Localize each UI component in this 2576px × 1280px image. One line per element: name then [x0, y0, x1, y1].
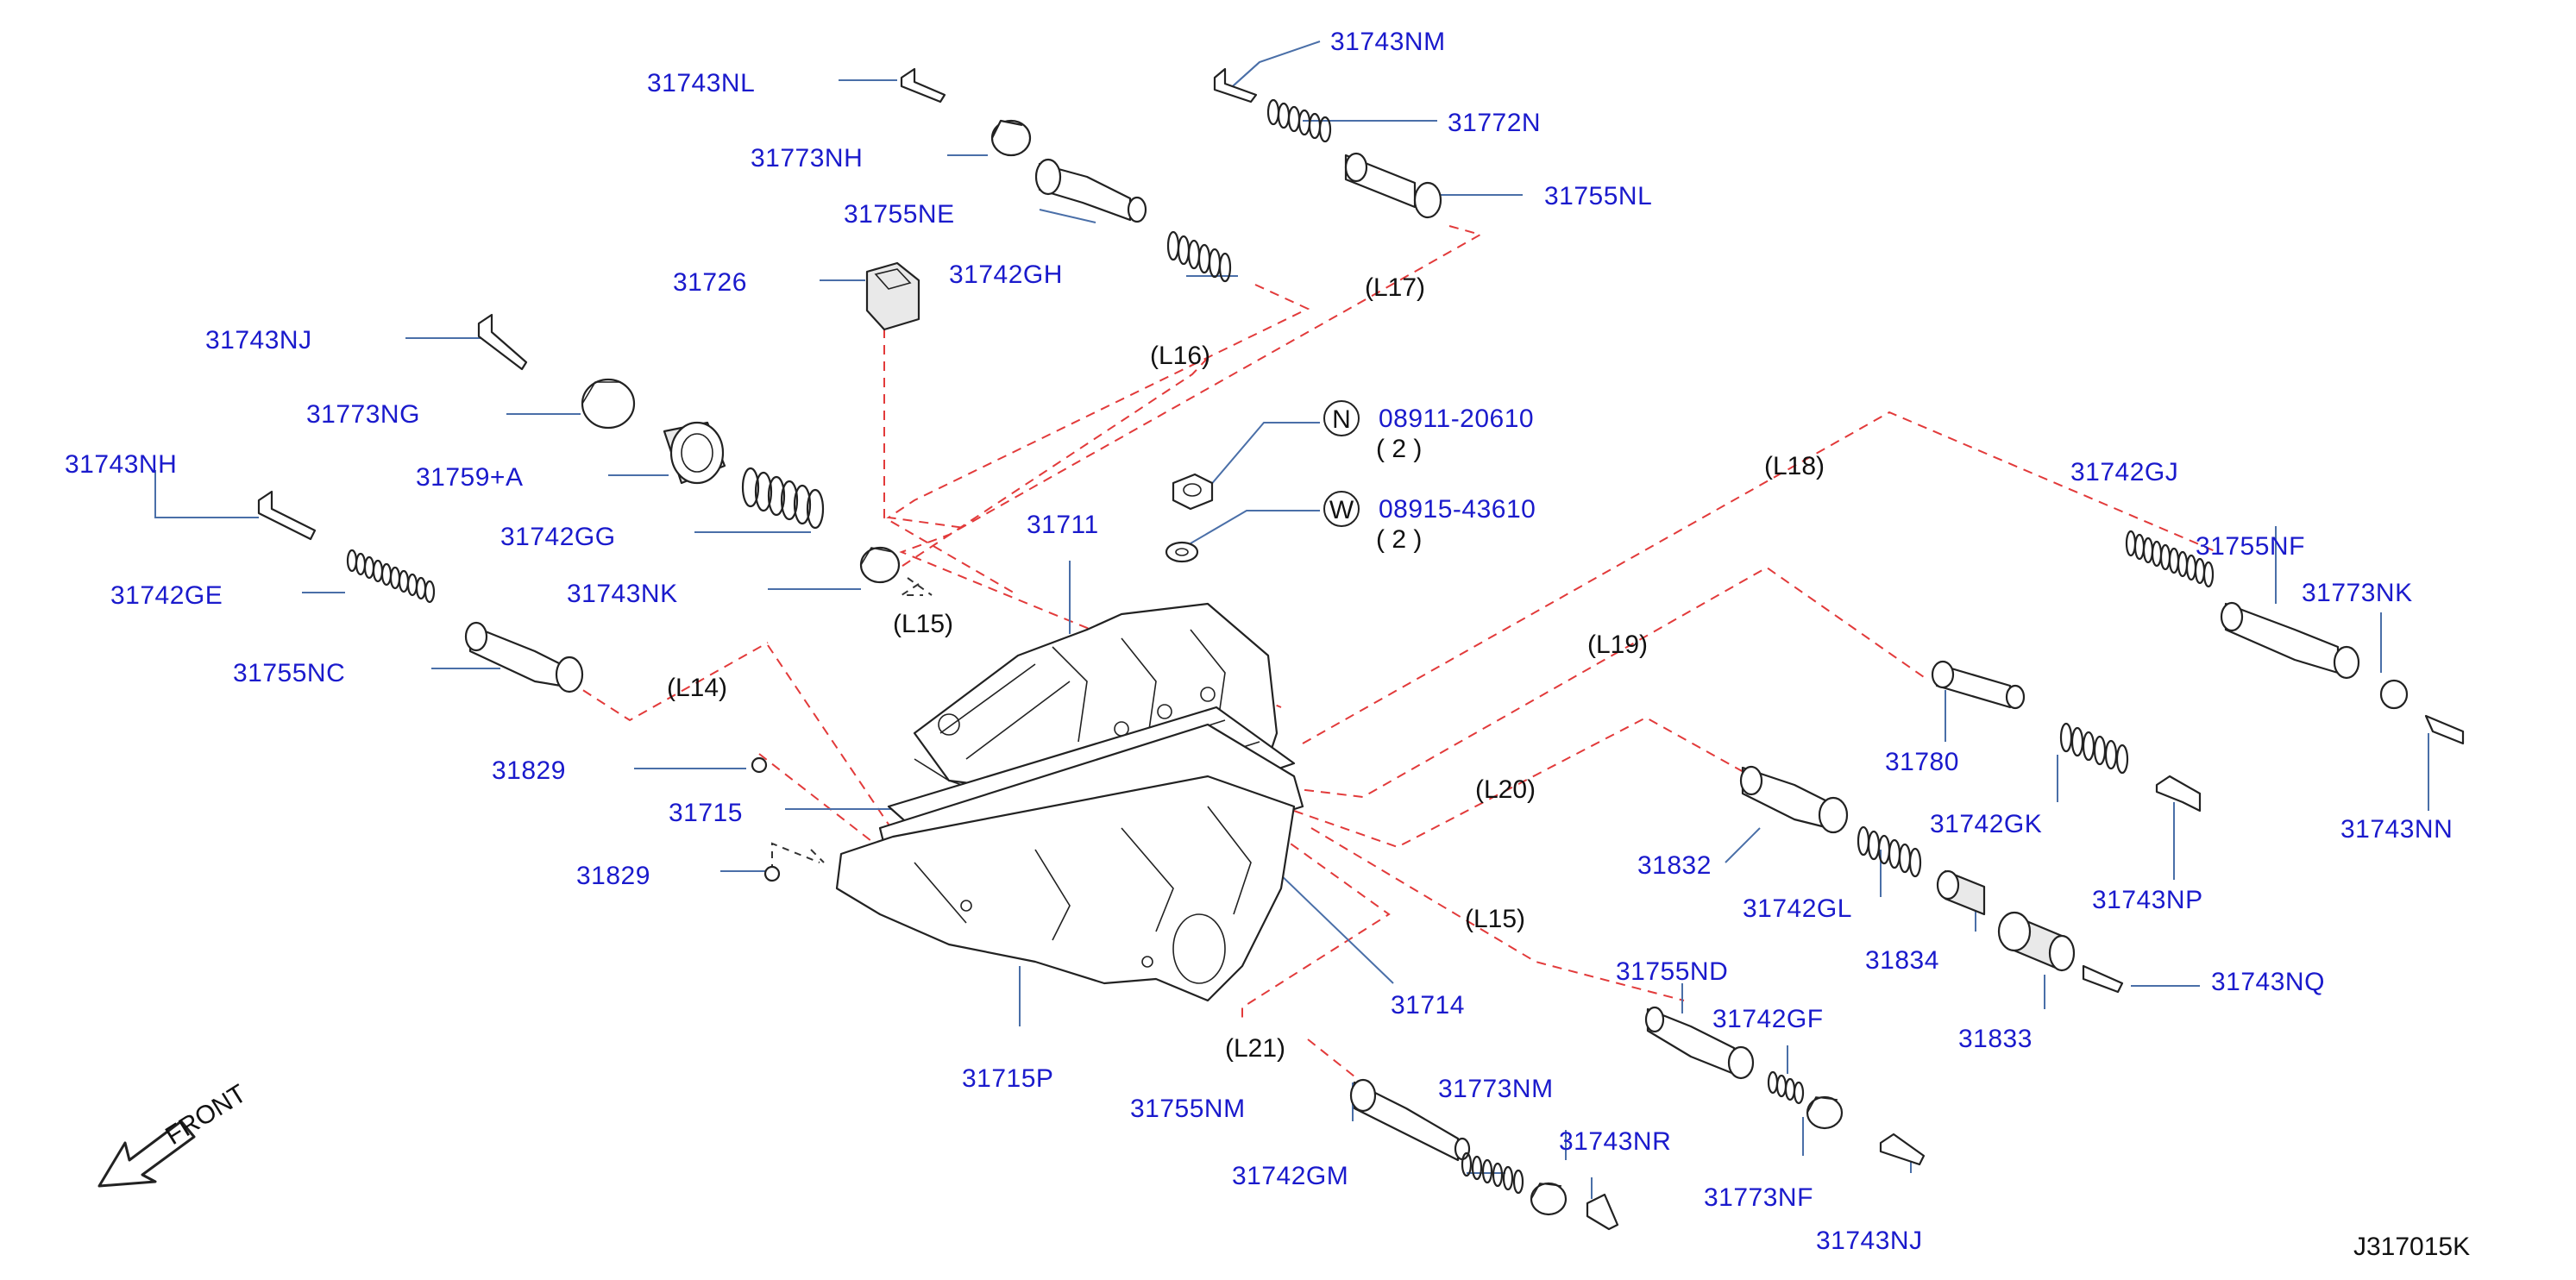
part-label-08915-43610[interactable]: 08915-43610: [1379, 495, 1536, 524]
washer-quantity: ( 2 ): [1376, 525, 1422, 554]
nut-symbol-letter: N: [1332, 405, 1351, 434]
part-label-31755NM[interactable]: 31755NM: [1130, 1095, 1246, 1123]
part-label-31715P[interactable]: 31715P: [962, 1064, 1053, 1093]
part-label-31834[interactable]: 31834: [1865, 946, 1939, 975]
part-label-31743NN[interactable]: 31743NN: [2340, 815, 2453, 844]
part-label-31773NG[interactable]: 31773NG: [306, 400, 420, 429]
part-label-31715[interactable]: 31715: [669, 799, 743, 827]
part-label-31742GK[interactable]: 31742GK: [1930, 810, 2042, 838]
ref-L19: (L19): [1587, 631, 1648, 659]
nut-symbol-icon: N: [1323, 400, 1360, 436]
ref-L18: (L18): [1764, 452, 1825, 480]
washer-symbol-letter: W: [1329, 496, 1354, 524]
black-dash-lines: [771, 577, 933, 871]
part-label-31742GJ[interactable]: 31742GJ: [2070, 458, 2178, 486]
part-label-31832[interactable]: 31832: [1637, 851, 1712, 880]
part-label-31743NQ[interactable]: 31743NQ: [2211, 968, 2325, 996]
part-label-31755NC[interactable]: 31755NC: [233, 659, 345, 687]
part-label-31772N[interactable]: 31772N: [1448, 109, 1541, 137]
ref-L16: (L16): [1150, 342, 1210, 370]
routing-reference-labels: (L17) (L16) (L18) (L19) (L20) (L15) (L14…: [667, 273, 1825, 1063]
part-label-31773NM[interactable]: 31773NM: [1438, 1075, 1554, 1103]
part-number-labels[interactable]: 31743NM 31743NL 31772N 31773NH 31755NL 3…: [65, 28, 2453, 1255]
part-label-31743NR[interactable]: 31743NR: [1559, 1127, 1671, 1156]
part-label-31755NE[interactable]: 31755NE: [844, 200, 955, 229]
part-label-31711[interactable]: 31711: [1027, 511, 1099, 539]
part-label-31773NK[interactable]: 31773NK: [2302, 579, 2413, 607]
front-arrow-icon: [97, 1120, 196, 1188]
diagram-code: J317015K: [2353, 1233, 2470, 1261]
part-label-31833[interactable]: 31833: [1958, 1025, 2033, 1053]
part-label-31773NH[interactable]: 31773NH: [751, 144, 863, 173]
part-label-31726[interactable]: 31726: [673, 268, 747, 297]
part-label-31773NF[interactable]: 31773NF: [1704, 1183, 1813, 1212]
part-label-31755NL[interactable]: 31755NL: [1544, 182, 1652, 210]
lower-valve-body: [835, 775, 1296, 1002]
part-label-31743NK[interactable]: 31743NK: [567, 580, 678, 608]
part-label-31743NL[interactable]: 31743NL: [647, 69, 755, 97]
part-label-31742GG[interactable]: 31742GG: [500, 523, 616, 551]
part-label-31743NM[interactable]: 31743NM: [1330, 28, 1446, 56]
washer-symbol-icon: W: [1323, 491, 1360, 527]
part-label-31742GM[interactable]: 31742GM: [1232, 1162, 1348, 1190]
leader-lines: [154, 41, 2429, 1199]
part-label-31743NJ-top[interactable]: 31743NJ: [205, 326, 312, 355]
front-label: FRONT: [160, 1079, 251, 1151]
part-label-31742GF[interactable]: 31742GF: [1712, 1005, 1824, 1033]
part-label-31742GH[interactable]: 31742GH: [949, 260, 1063, 289]
part-label-31742GE[interactable]: 31742GE: [110, 581, 223, 610]
part-label-08911-20610[interactable]: 08911-20610: [1379, 405, 1534, 433]
part-label-31755NF[interactable]: 31755NF: [2196, 532, 2305, 561]
ref-L20: (L20): [1475, 775, 1536, 804]
routing-lines: [569, 225, 2218, 1077]
part-label-31743NJ-bottom[interactable]: 31743NJ: [1816, 1227, 1923, 1255]
part-label-31743NP[interactable]: 31743NP: [2092, 886, 2203, 914]
part-label-31742GL[interactable]: 31742GL: [1743, 894, 1852, 923]
part-label-31759A[interactable]: 31759+A: [416, 463, 523, 492]
ref-L15-upper: (L15): [893, 610, 953, 638]
part-label-31780[interactable]: 31780: [1885, 748, 1959, 776]
part-drawings: [257, 67, 2465, 1231]
part-label-31743NH[interactable]: 31743NH: [65, 450, 177, 479]
ref-L17: (L17): [1365, 273, 1425, 302]
ref-L21: (L21): [1225, 1034, 1285, 1063]
ref-L15-lower: (L15): [1465, 905, 1525, 933]
part-label-31829-lower[interactable]: 31829: [576, 862, 650, 890]
part-label-31755ND[interactable]: 31755ND: [1616, 957, 1728, 986]
nut-quantity: ( 2 ): [1376, 435, 1422, 463]
part-label-31714[interactable]: 31714: [1391, 991, 1465, 1020]
ref-L14: (L14): [667, 674, 727, 702]
part-label-31829-upper[interactable]: 31829: [492, 756, 566, 785]
